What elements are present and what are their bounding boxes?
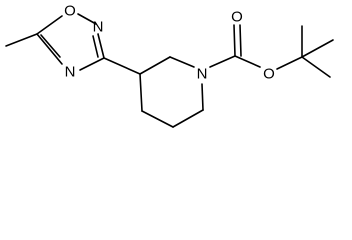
bond-pip-c5-c4 (141, 110, 174, 128)
atom-piperidine-nitrogen: N (197, 66, 208, 83)
bond-n2-c3-b (92, 35, 99, 58)
bond-tbutyl-ch3-right (301, 39, 334, 58)
atom-ring-nitrogen-top: N (93, 19, 104, 36)
bond-carbonyl-o-b (239, 24, 242, 57)
atom-carbonyl-oxygen: O (231, 9, 243, 26)
bond-c3-piperidine (103, 57, 141, 75)
bond-n1-carbonyl (209, 55, 236, 68)
bond-pip-c6-c5 (172, 109, 204, 128)
bond-ester-o-tbutyl (276, 56, 303, 70)
bond-n4-c5-a (36, 33, 63, 65)
bond-n2-c3-a (97, 33, 105, 59)
bond-o1-n2 (77, 13, 97, 25)
bond-c5-o1 (36, 15, 63, 35)
atom-ester-oxygen: O (263, 66, 275, 83)
bond-pip-c2-n1 (169, 56, 195, 68)
bond-carbonyl-o-a (233, 24, 236, 57)
bond-c3-n4 (79, 57, 105, 71)
atom-ring-nitrogen-bottom: N (65, 64, 76, 81)
bond-tbutyl-ch3-bottom (301, 56, 331, 78)
atom-ring-oxygen: O (64, 3, 76, 20)
bond-pip-c4-c3 (139, 73, 143, 112)
bond-methyl-c5 (5, 33, 38, 47)
chemical-structure: O N N N O O (5, 3, 334, 128)
bond-n4-c5-b (40, 34, 61, 58)
bond-pip-n1-c6 (201, 83, 204, 111)
bond-carbonyl-ester-o (234, 55, 261, 68)
bond-pip-c3-c2 (139, 56, 171, 75)
